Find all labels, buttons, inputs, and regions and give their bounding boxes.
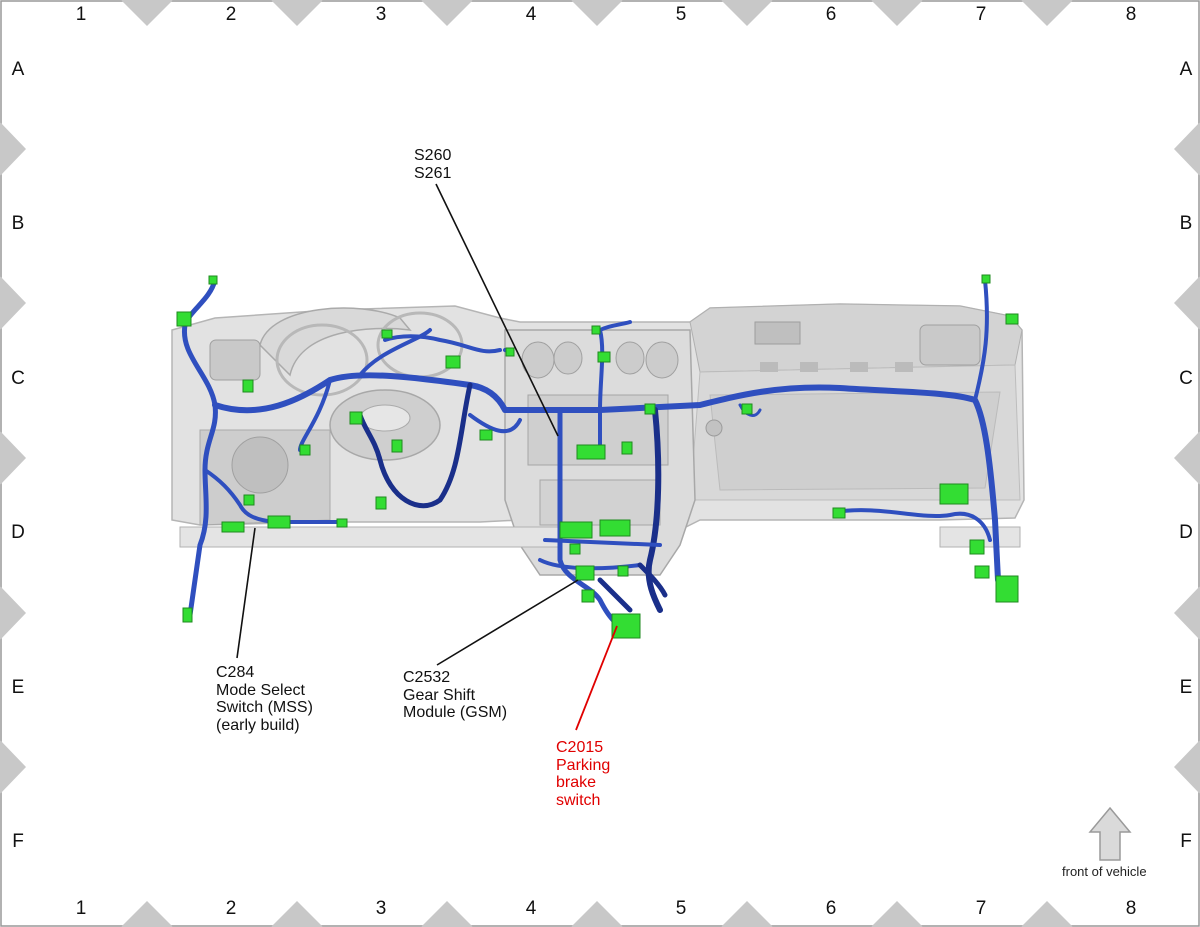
row-label-left-b: B [11,213,25,234]
callout-gsm-line2: Gear Shift [403,686,476,704]
top-grid-markers [121,0,1073,26]
row-label-right-d: D [1179,522,1193,543]
col-label-bottom-1: 1 [75,898,87,919]
callout-mss: C284 Mode Select Switch (MSS) (early bui… [216,664,313,734]
right-grid-markers [1174,122,1200,794]
col-label-bottom-8: 8 [1125,898,1137,919]
row-label-left-c: C [11,368,25,389]
callout-parking-brake-line2: Parking [556,756,611,774]
row-label-left-d: D [11,522,25,543]
col-label-top-6: 6 [825,4,837,25]
row-label-left-a: A [11,59,25,80]
callout-splices-line1: S260 [414,147,452,164]
callout-gsm: C2532 Gear Shift Module (GSM) [403,669,507,722]
callout-splices: S260 S261 [414,147,451,182]
connectors [176,274,1019,639]
col-label-bottom-3: 3 [375,898,387,919]
callout-splices-line2: S261 [414,164,452,182]
row-label-left-e: E [11,677,25,698]
row-label-right-a: A [1179,59,1193,80]
row-label-right-e: E [1179,677,1193,698]
col-label-top-2: 2 [225,4,237,25]
leader-line-mss [236,527,256,659]
col-label-bottom-6: 6 [825,898,837,919]
col-label-top-4: 4 [525,4,537,25]
bottom-grid-markers [121,901,1073,927]
col-label-bottom-7: 7 [975,898,987,919]
left-grid-markers [0,122,26,794]
col-label-top-8: 8 [1125,4,1137,25]
callout-mss-line2: Mode Select [216,681,305,699]
callout-parking-brake-line3: brake [556,774,597,791]
col-label-bottom-2: 2 [225,898,237,919]
callout-mss-line1: C284 [216,664,255,681]
col-label-top-3: 3 [375,4,387,25]
callout-parking-brake-line4: switch [556,791,601,809]
leader-line-parking-brake [575,625,618,731]
row-label-right-f: F [1180,831,1192,852]
leader-line-splices [435,183,559,437]
front-of-vehicle-label: front of vehicle [1062,864,1147,879]
up-arrow-icon [1088,806,1132,861]
col-label-top-5: 5 [675,4,687,25]
callout-gsm-line3: Module (GSM) [403,704,508,721]
row-label-left-f: F [12,831,24,852]
col-label-top-1: 1 [75,4,87,25]
callout-parking-brake: C2015 Parking brake switch [556,739,610,809]
callout-gsm-line1: C2532 [403,669,451,686]
leader-line-gsm [436,579,579,666]
callout-mss-line4: (early build) [216,716,300,734]
col-label-bottom-5: 5 [675,898,687,919]
row-label-right-b: B [1179,213,1193,234]
col-label-bottom-4: 4 [525,898,537,919]
callout-parking-brake-line1: C2015 [556,739,604,756]
row-label-right-c: C [1179,368,1193,389]
callout-mss-line3: Switch (MSS) [216,699,313,716]
col-label-top-7: 7 [975,4,987,25]
